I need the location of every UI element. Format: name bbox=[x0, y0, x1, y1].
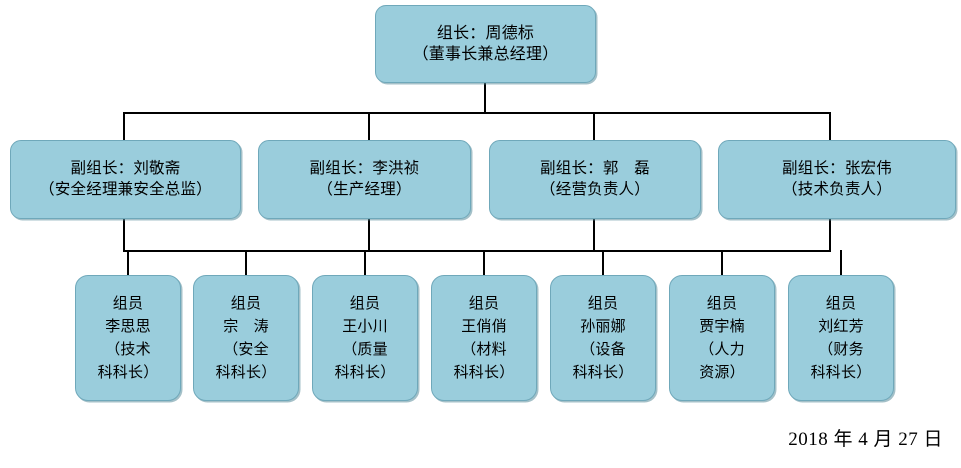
node-member-5[interactable]: 组员 孙丽娜 （设备 科科长） bbox=[550, 275, 656, 401]
node-deputy-leader-1[interactable]: 副组长：刘敬斋 （安全经理兼安全总监） bbox=[10, 140, 241, 219]
node-member-7-name: 刘红芳 bbox=[818, 317, 864, 335]
connector-drop-member-7 bbox=[840, 250, 842, 276]
node-member-1-dept-line1: （技术 bbox=[105, 341, 151, 358]
connector-bus-members bbox=[123, 250, 831, 252]
node-member-5-dept-line2: 科科长） bbox=[572, 364, 634, 382]
node-member-5-name: 孙丽娜 bbox=[580, 317, 626, 335]
connector-drop-member-4 bbox=[483, 250, 485, 276]
node-member-2-role: 组员 bbox=[230, 294, 262, 312]
node-deputy-leader-4-subtitle: （技术负责人） bbox=[782, 180, 892, 198]
node-member-2-name: 宗 涛 bbox=[223, 317, 269, 335]
node-member-1-dept-line2: 科科长） bbox=[97, 364, 159, 382]
node-member-3[interactable]: 组员 王小川 （质量 科科长） bbox=[312, 275, 418, 401]
node-member-6-role: 组员 bbox=[706, 294, 738, 312]
node-member-4-name: 王俏俏 bbox=[461, 317, 507, 335]
node-group-leader[interactable]: 组长：周德标 （董事长兼总经理） bbox=[375, 5, 596, 83]
connector-drop-member-6 bbox=[721, 250, 723, 276]
node-group-leader-title: 组长：周德标 bbox=[436, 24, 535, 42]
node-group-leader-subtitle: （董事长兼总经理） bbox=[412, 46, 559, 63]
connector-drop-member-2 bbox=[245, 250, 247, 276]
node-member-1-role: 组员 bbox=[112, 294, 144, 312]
node-member-2[interactable]: 组员 宗 涛 （安全 科科长） bbox=[193, 275, 299, 401]
connector-riser-manager-1 bbox=[123, 219, 125, 251]
node-member-6-dept-line1: （人力 bbox=[699, 341, 745, 358]
node-member-6-dept-line2: 资源） bbox=[699, 364, 745, 382]
node-deputy-leader-3[interactable]: 副组长：郭 磊 （经营负责人） bbox=[489, 140, 701, 219]
connector-drop-member-3 bbox=[364, 250, 366, 276]
node-member-7-dept-line2: 科科长） bbox=[810, 364, 872, 382]
node-member-3-dept-line1: （质量 bbox=[342, 341, 388, 358]
node-deputy-leader-4-title: 副组长：张宏伟 bbox=[782, 160, 892, 178]
node-member-6[interactable]: 组员 贾宇楠 （人力 资源） bbox=[669, 275, 775, 401]
node-deputy-leader-1-title: 副组长：刘敬斋 bbox=[70, 160, 181, 178]
node-deputy-leader-2-subtitle: （生产经理） bbox=[317, 180, 412, 198]
node-member-4-dept-line2: 科科长） bbox=[453, 364, 515, 382]
connector-root-stem bbox=[484, 83, 486, 114]
node-member-5-dept-line1: （设备 bbox=[580, 341, 626, 358]
node-member-4-dept-line1: （材料 bbox=[461, 341, 507, 358]
node-deputy-leader-4[interactable]: 副组长：张宏伟 （技术负责人） bbox=[718, 140, 956, 219]
connector-drop-manager-1 bbox=[123, 112, 125, 141]
node-member-4[interactable]: 组员 王俏俏 （材料 科科长） bbox=[431, 275, 537, 401]
node-member-7-role: 组员 bbox=[825, 294, 857, 312]
node-deputy-leader-1-subtitle: （安全经理兼安全总监） bbox=[39, 180, 212, 198]
footer-date: 2018 年 4 月 27 日 bbox=[788, 429, 943, 450]
node-member-3-role: 组员 bbox=[349, 294, 381, 312]
node-member-4-role: 组员 bbox=[468, 294, 500, 312]
node-member-7-dept-line1: （财务 bbox=[818, 341, 864, 358]
node-member-2-dept-line1: （安全 bbox=[223, 341, 269, 358]
connector-bus-managers bbox=[123, 112, 831, 114]
connector-drop-manager-2 bbox=[368, 112, 370, 141]
node-member-3-name: 王小川 bbox=[342, 317, 388, 335]
node-member-7[interactable]: 组员 刘红芳 （财务 科科长） bbox=[788, 275, 894, 401]
node-member-6-name: 贾宇楠 bbox=[699, 317, 745, 335]
connector-drop-member-1 bbox=[127, 250, 129, 276]
node-deputy-leader-3-subtitle: （经营负责人） bbox=[540, 180, 650, 198]
connector-drop-manager-3 bbox=[593, 112, 595, 141]
node-member-3-dept-line2: 科科长） bbox=[334, 364, 396, 382]
node-member-2-dept-line2: 科科长） bbox=[215, 364, 277, 382]
node-deputy-leader-3-title: 副组长：郭 磊 bbox=[540, 160, 650, 178]
node-deputy-leader-2-title: 副组长：李洪祯 bbox=[309, 160, 420, 178]
node-member-1-name: 李思思 bbox=[105, 317, 151, 335]
connector-riser-manager-2 bbox=[368, 219, 370, 251]
connector-drop-manager-4 bbox=[829, 112, 831, 141]
connector-riser-manager-3 bbox=[593, 219, 595, 251]
node-deputy-leader-2[interactable]: 副组长：李洪祯 （生产经理） bbox=[258, 140, 471, 219]
connector-riser-manager-4 bbox=[829, 219, 831, 251]
node-member-5-role: 组员 bbox=[587, 294, 619, 312]
connector-drop-member-5 bbox=[602, 250, 604, 276]
node-member-1[interactable]: 组员 李思思 （技术 科科长） bbox=[75, 275, 181, 401]
